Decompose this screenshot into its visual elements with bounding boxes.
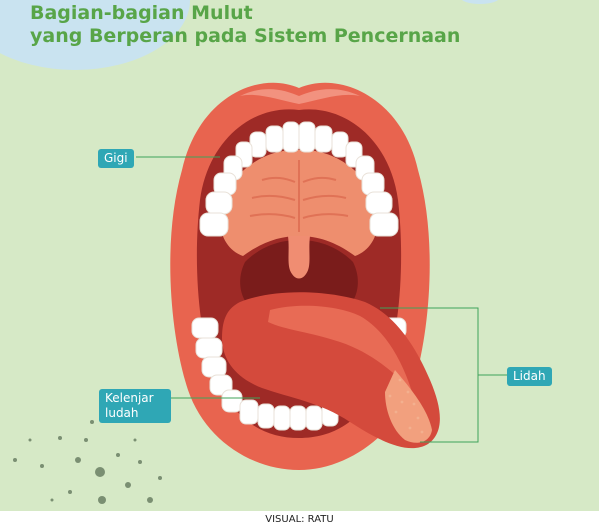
tongue-texture xyxy=(388,378,424,434)
page-title: Bagian-bagian Mulut yang Berperan pada S… xyxy=(30,2,460,48)
lip-highlight xyxy=(240,89,360,104)
label-tongue: Lidah xyxy=(507,367,552,386)
corner-blob-small xyxy=(460,0,500,4)
speckle-dots xyxy=(13,420,162,504)
upper-teeth xyxy=(199,121,399,237)
label-saliva-glands: Kelenjar ludah xyxy=(99,389,171,423)
uvula xyxy=(288,236,310,279)
tongue-tip xyxy=(385,370,432,443)
label-teeth: Gigi xyxy=(98,149,134,168)
title-line-1: Bagian-bagian Mulut xyxy=(30,2,253,24)
tongue-shade xyxy=(268,305,412,392)
image-credit: VISUAL: RATU xyxy=(265,514,334,525)
tongue xyxy=(222,292,440,449)
title-line-2: yang Berperan pada Sistem Pencernaan xyxy=(30,25,461,47)
palate-ridges xyxy=(249,160,349,232)
leader-lines xyxy=(136,156,507,443)
footer-bar xyxy=(0,511,599,532)
